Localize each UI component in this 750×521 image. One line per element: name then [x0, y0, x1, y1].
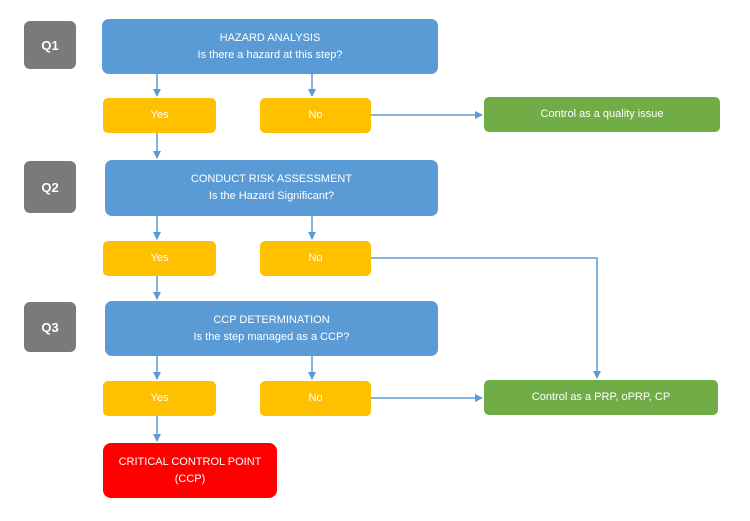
- answer-no-q1: No: [260, 98, 371, 133]
- answer-yes-q1: Yes: [103, 98, 216, 133]
- step-title: HAZARD ANALYSIS: [219, 31, 321, 44]
- arrow-no2-prp: [371, 257, 601, 379]
- step-question: Is the Hazard Significant?: [208, 190, 335, 202]
- answer-yes-q3: Yes: [103, 381, 216, 416]
- outcome-quality-issue: Control as a quality issue: [484, 97, 720, 132]
- ccp-abbreviation: (CCP): [174, 472, 206, 485]
- ccp-label: CRITICAL CONTROL POINT: [118, 455, 262, 468]
- step-title: CCP DETERMINATION: [213, 313, 330, 326]
- answer-yes-q2: Yes: [103, 241, 216, 276]
- answer-no-q2: No: [260, 241, 371, 276]
- step-question: Is the step managed as a CCP?: [193, 330, 350, 343]
- outcome-critical-control-point: CRITICAL CONTROL POINT (CCP): [103, 443, 277, 498]
- outcome-prp: Control as a PRP, oPRP, CP: [484, 380, 718, 415]
- step-risk-assessment: CONDUCT RISK ASSESSMENT Is the Hazard Si…: [105, 160, 438, 216]
- step-title: CONDUCT RISK ASSESSMENT: [190, 173, 353, 185]
- step-ccp-determination: CCP DETERMINATION Is the step managed as…: [105, 301, 438, 356]
- question-badge-q2: Q2: [24, 161, 76, 213]
- step-question: Is there a hazard at this step?: [197, 48, 343, 61]
- question-badge-q1: Q1: [24, 21, 76, 69]
- question-badge-q3: Q3: [24, 302, 76, 352]
- step-hazard-analysis: HAZARD ANALYSIS Is there a hazard at thi…: [102, 19, 438, 74]
- answer-no-q3: No: [260, 381, 371, 416]
